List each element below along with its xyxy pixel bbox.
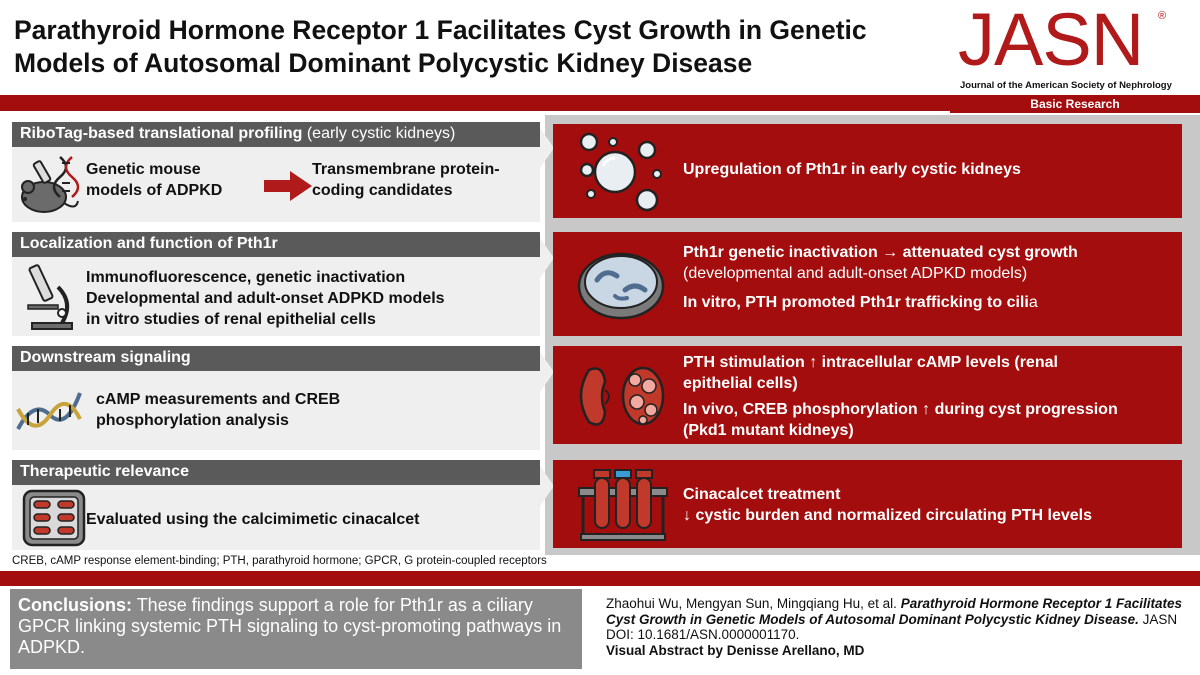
connector-arrow — [540, 466, 554, 506]
section-heading: RiboTag-based translational profiling (e… — [12, 122, 540, 147]
citation: Zhaohui Wu, Mengyan Sun, Mingqiang Hu, e… — [606, 596, 1194, 658]
result-line-1: Cinacalcet treatment — [683, 486, 841, 503]
section-heading: Localization and function of Pth1r — [12, 232, 540, 257]
citation-credit: Visual Abstract by Denisse Arellano, MD — [606, 642, 865, 658]
result-text: Upregulation of Pth1r in early cystic ki… — [683, 161, 1021, 178]
kidneys-icon — [579, 366, 665, 426]
result-line-3-bold: In vitro, PTH promoted Pth1r trafficking… — [683, 294, 1029, 311]
section-heading: Therapeutic relevance — [12, 460, 540, 485]
method-line-2: Developmental and adult-onset ADPKD mode… — [86, 290, 445, 307]
connector-arrow — [540, 128, 554, 168]
result-line-3: In vivo, CREB phosphorylation ↑ during c… — [683, 401, 1118, 418]
category-badge: Basic Research — [950, 95, 1200, 113]
result-ribotag: Upregulation of Pth1r in early cystic ki… — [553, 124, 1182, 218]
analysis-line-1: cAMP measurements and CREB — [96, 391, 341, 408]
cyst-bubbles-icon — [579, 132, 662, 212]
section-localization: Localization and function of Pth1r Immun… — [12, 232, 540, 336]
citation-doi: JASN DOI: 10.1681/ASN.0000001170. — [606, 611, 1178, 643]
heading-note: (early cystic kidneys) — [306, 125, 456, 142]
registered-mark: ® — [1158, 10, 1167, 22]
result-line-2: epithelial cells) — [683, 375, 798, 392]
connector-arrow — [540, 352, 554, 392]
result-line-4: (Pkd1 mutant kidneys) — [683, 422, 854, 439]
citation-title: Parathyroid Hormone Receptor 1 Facilitat… — [606, 596, 1183, 627]
section-body: Evaluated using the calcimimetic cinacal… — [12, 485, 540, 550]
section-downstream: Downstream signaling cAMP measurements a… — [12, 346, 540, 450]
result-line-2: ↓ cystic burden and normalized circulati… — [683, 507, 1092, 524]
title-line-2: Models of Autosomal Dominant Polycystic … — [14, 48, 753, 78]
dna-helix-icon — [16, 392, 82, 430]
conclusions-box: Conclusions: These findings support a ro… — [10, 589, 582, 669]
pill-blister-icon — [22, 489, 86, 547]
result-downstream: PTH stimulation ↑ intracellular cAMP lev… — [553, 346, 1182, 444]
test-tubes-icon — [578, 469, 668, 541]
input-model-line-1: Genetic mouse — [86, 161, 201, 178]
title-line-1: Parathyroid Hormone Receptor 1 Facilitat… — [14, 15, 867, 45]
section-heading: Downstream signaling — [12, 346, 540, 371]
section-body: cAMP measurements and CREB phosphorylati… — [12, 371, 540, 450]
section-body: Immunofluorescence, genetic inactivation… — [12, 257, 540, 336]
result-line-3-tail: a — [1028, 294, 1038, 311]
result-localization: Pth1r genetic inactivation → attenuated … — [553, 232, 1182, 336]
heading-text: RiboTag-based translational profiling — [20, 125, 303, 142]
mouse-dna-icon — [21, 156, 80, 213]
result-line-2: (developmental and adult-onset ADPKD mod… — [683, 265, 1028, 282]
citation-authors: Zhaohui Wu, Mengyan Sun, Mingqiang Hu, e… — [606, 596, 901, 611]
abbreviations-footnote: CREB, cAMP response element-binding; PTH… — [12, 555, 547, 567]
method-line-3: in vitro studies of renal epithelial cel… — [86, 311, 376, 328]
page-title: Parathyroid Hormone Receptor 1 Facilitat… — [14, 14, 954, 80]
result-line-3: In vitro, PTH promoted Pth1r trafficking… — [683, 292, 1078, 313]
analysis-line-2: phosphorylation analysis — [96, 412, 289, 429]
result-line-1: PTH stimulation ↑ intracellular cAMP lev… — [683, 354, 1058, 371]
result-therapeutic: Cinacalcet treatment ↓ cystic burden and… — [553, 460, 1182, 548]
section-body: Genetic mouse models of ADPKD Transmembr… — [12, 147, 540, 222]
output-candidates-line-1: Transmembrane protein- — [312, 161, 500, 178]
conclusions-text: These findings support a role for Pth1r … — [18, 595, 562, 657]
logo-word: JASN — [958, 0, 1144, 81]
logo-subtitle: Journal of the American Society of Nephr… — [960, 80, 1172, 91]
therapy-line-1: Evaluated using the calcimimetic cinacal… — [86, 511, 420, 528]
result-line-1: Pth1r genetic inactivation → attenuated … — [683, 244, 1078, 261]
microscope-icon — [27, 264, 73, 330]
input-model-line-2: models of ADPKD — [86, 182, 223, 199]
petri-dish-icon — [577, 252, 665, 320]
connector-arrow — [540, 238, 554, 278]
section-therapeutic: Therapeutic relevance Evaluated using th… — [12, 460, 540, 550]
method-line-1: Immunofluorescence, genetic inactivation — [86, 269, 406, 286]
conclusions-label: Conclusions: — [18, 595, 133, 615]
arrow-right-icon — [264, 171, 312, 201]
section-ribotag: RiboTag-based translational profiling (e… — [12, 122, 540, 222]
top-divider-bar — [0, 95, 1200, 111]
jasn-logo: JASN ® Journal of the American Society o… — [958, 0, 1194, 92]
output-candidates-line-2: coding candidates — [312, 182, 453, 199]
bottom-divider-bar — [0, 571, 1200, 586]
